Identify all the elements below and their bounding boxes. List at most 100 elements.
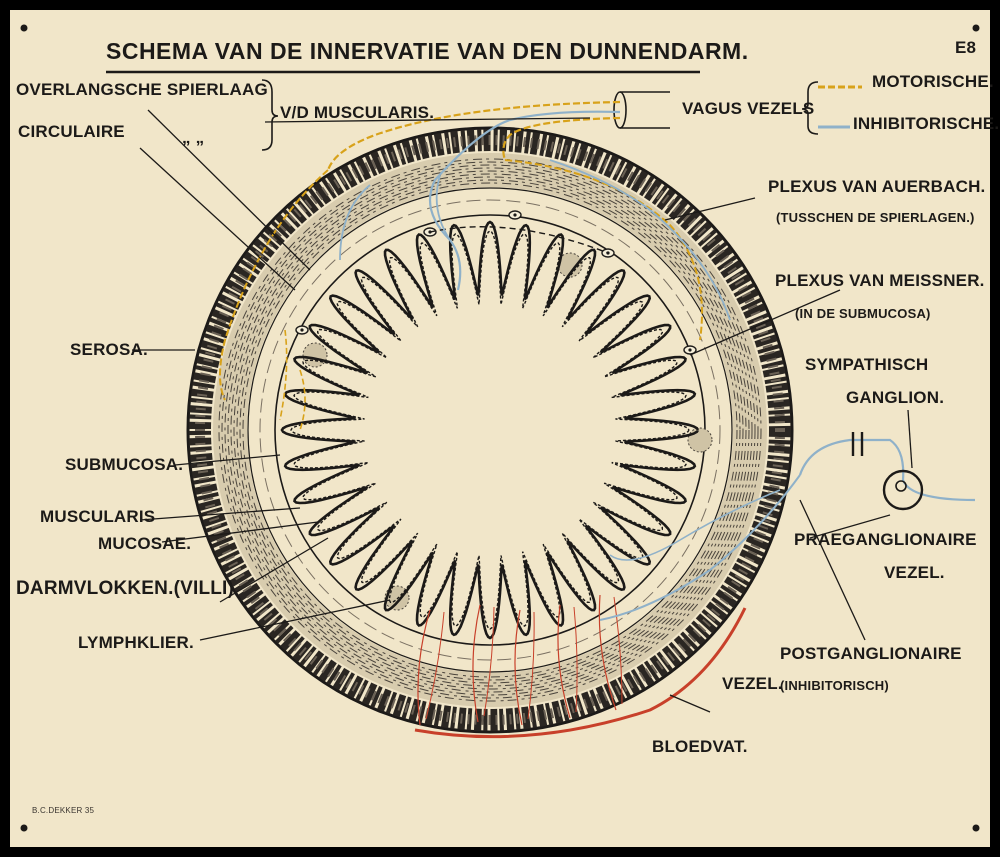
capillary [425, 611, 445, 720]
submucosal-motor-branch [279, 329, 306, 431]
circular-muscle-striation [227, 167, 753, 693]
label-vagus: VAGUS VEZELS [682, 99, 815, 118]
villi-outline-inner [290, 230, 690, 630]
lymph-nodule [302, 342, 328, 368]
capillary [514, 609, 523, 726]
leader-line [199, 599, 391, 641]
nerve-cut-mark [851, 432, 864, 456]
auerbach-motor-plexus [219, 169, 329, 401]
ganglion-nucleus [688, 348, 692, 352]
label-postganglionaire: POSTGANGLIONAIRE [780, 644, 962, 663]
preganglionic-fiber [798, 438, 976, 502]
page-title: SCHEMA VAN DE INNERVATIE VAN DEN DUNNEND… [106, 38, 749, 64]
vagus-bundle-cut [613, 91, 627, 129]
leader-line [264, 117, 591, 123]
vagus-motor-fiber [326, 100, 621, 171]
leader-lines [20, 24, 980, 832]
circular-muscle-base [213, 153, 767, 707]
label-meissner-note: (IN DE SUBMUCOSA) [795, 306, 931, 321]
leader-line [161, 521, 319, 543]
pin-hole [20, 824, 28, 832]
legend-brace [801, 81, 819, 135]
inhibitory-branch [339, 174, 451, 261]
leader-line [669, 694, 711, 713]
circular-muscle-striation [236, 176, 744, 684]
auerbach-motor-plexus [504, 159, 703, 341]
label-serosa: SEROSA. [70, 340, 148, 359]
postganglionic-branch [609, 489, 781, 561]
nerve-fibers [219, 91, 976, 739]
legend-inhibitorische: INHIBITORISCHE. [853, 114, 1000, 133]
label-villi: DARMVLOKKEN.(VILLI) [16, 578, 235, 599]
label-praeganglionaire: PRAEGANGLIONAIRE [794, 530, 977, 549]
label-bloedvat: BLOEDVAT. [652, 737, 748, 756]
serosa-ring [186, 126, 794, 734]
label-mucosae: MUCOSAE. [98, 534, 192, 553]
capillary [417, 609, 431, 726]
sympathetic-ganglion [882, 469, 924, 511]
label-vd-muscularis: V/D MUSCULARIS. [280, 103, 435, 122]
pin-hole [972, 24, 980, 32]
wall-chart: SCHEMA VAN DE INNERVATIE VAN DEN DUNNEND… [10, 10, 999, 847]
capillary [557, 604, 571, 719]
label-muscularis-mucosae: MUSCULARIS [40, 507, 156, 526]
villi-outline-outer [280, 220, 700, 640]
muscularis-mucosae-ring [274, 214, 706, 646]
circular-muscle-striation [233, 173, 747, 687]
ganglion-nucleus [513, 213, 517, 217]
longitudinal-muscle-texture [195, 135, 785, 725]
label-praeganglionaire-vezel: VEZEL. [884, 563, 945, 582]
vagus-bundle-edge [620, 91, 670, 129]
label-circulaire: CIRCULAIRE [18, 122, 125, 141]
label-sympathisch: SYMPATHISCH [805, 355, 929, 374]
label-meissner: PLEXUS VAN MEISSNER. [775, 271, 985, 290]
capillary [598, 594, 617, 711]
meissner-plexus [429, 226, 609, 254]
pin-hole [972, 824, 980, 832]
blood-vessel-main [414, 607, 747, 739]
capillary [483, 606, 495, 717]
label-ganglion: GANGLION. [846, 388, 945, 407]
label-overlangsche: OVERLANGSCHE SPIERLAAG [16, 80, 268, 99]
intestine-diagram [20, 24, 980, 832]
circular-muscle-striation [221, 161, 759, 699]
capillary [527, 611, 535, 720]
leader-line [147, 109, 311, 271]
muscularis-brace [261, 79, 279, 151]
label-ditto: „ „ [182, 128, 205, 147]
ganglion-nucleus [300, 328, 304, 332]
leader-line [139, 507, 301, 521]
leader-line [907, 409, 913, 469]
leader-line [664, 197, 756, 221]
postganglionic-fiber [599, 474, 801, 621]
vagus-motor-fiber [502, 116, 621, 161]
leader-line [219, 537, 329, 603]
plate-code: E8 [955, 38, 977, 57]
legend-motorische: MOTORISCHE. [872, 72, 994, 91]
leader-line [799, 499, 866, 641]
ganglion-body [895, 480, 907, 492]
circular-muscle-striation [242, 182, 738, 678]
label-inhibitorisch: (INHIBITORISCH) [780, 678, 889, 693]
label-submucosa: SUBMUCOSA. [65, 455, 184, 474]
circular-muscle-striation [224, 164, 756, 696]
label-auerbach: PLEXUS VAN AUERBACH. [768, 177, 986, 196]
circular-muscle-striation [230, 170, 750, 690]
lymph-nodule [687, 427, 713, 453]
intestine-wall-layers [186, 126, 794, 734]
vagus-inhibitory-fiber [428, 110, 621, 291]
circular-muscle-striation [218, 158, 762, 702]
villi-ring [280, 220, 700, 640]
inhibitory-branch [549, 159, 731, 321]
label-lymphklier: LYMPHKLIER. [78, 633, 194, 652]
leader-line [689, 289, 841, 356]
capillary [613, 596, 623, 705]
circular-muscle-striation [239, 179, 741, 681]
artist-signature: B.C.DEKKER 35 [32, 806, 95, 815]
capillary [472, 604, 481, 723]
leader-line [809, 514, 891, 539]
leader-line [174, 454, 281, 466]
submucosa-ring [259, 199, 721, 661]
pin-hole [20, 24, 28, 32]
label-postganglionaire-vezel: VEZEL. [722, 674, 783, 693]
